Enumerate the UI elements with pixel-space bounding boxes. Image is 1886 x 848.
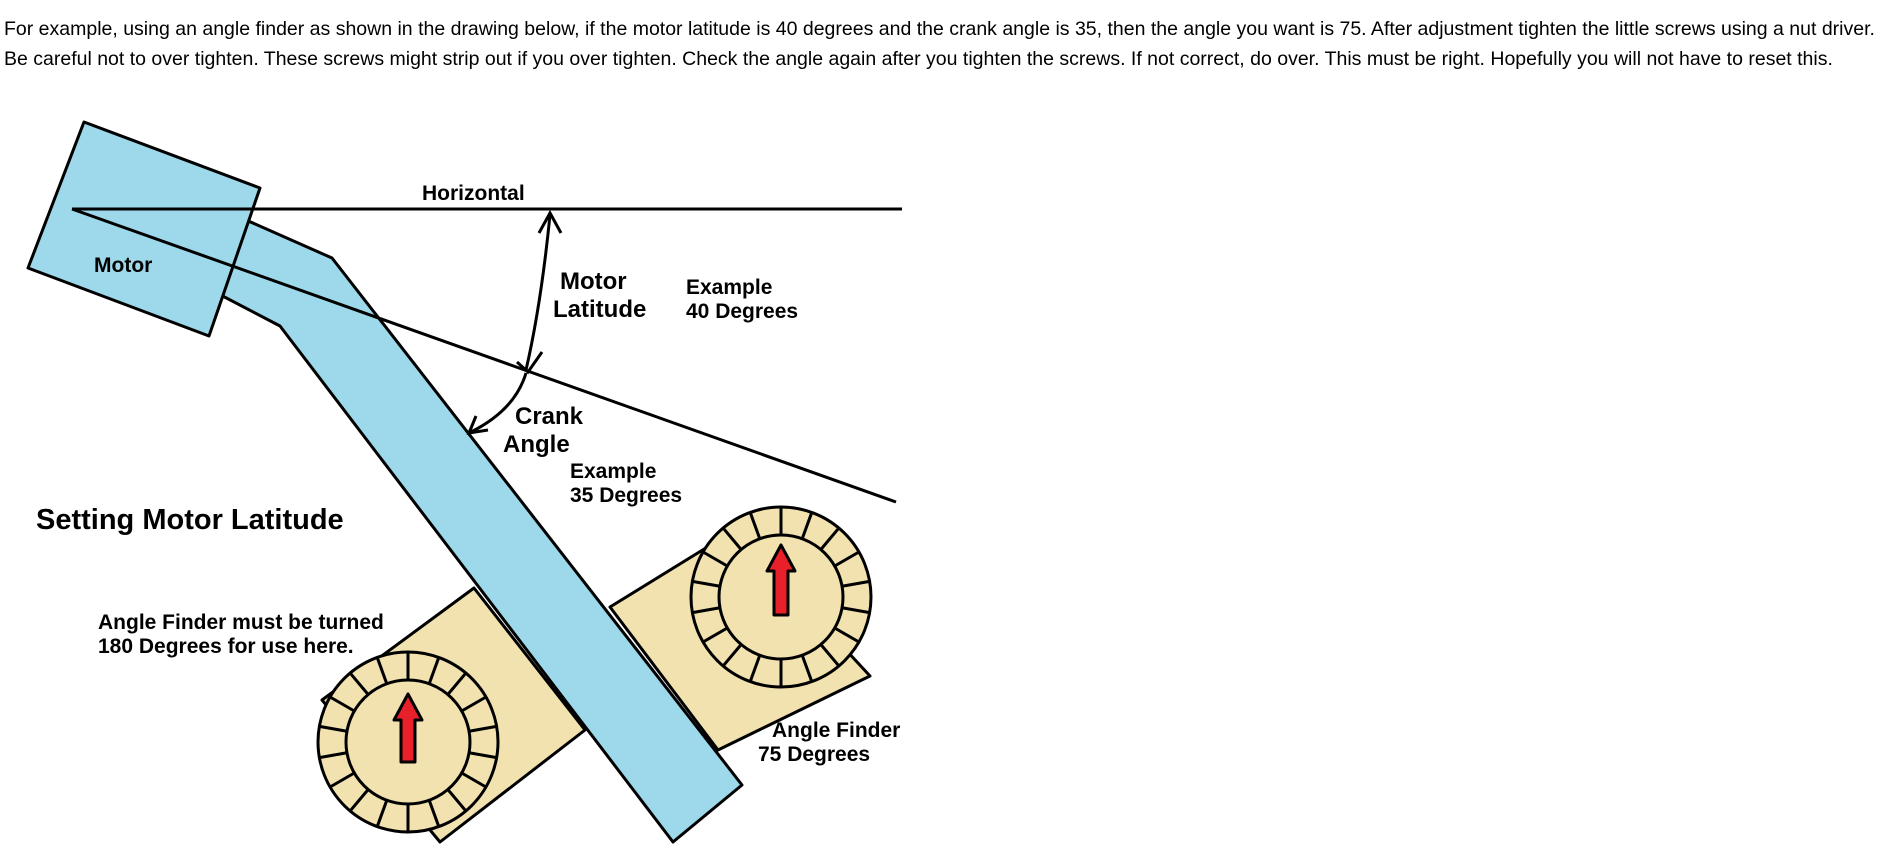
motor-label: Motor xyxy=(94,254,152,277)
angle-finder-note: Angle Finder must be turned 180 Degrees … xyxy=(98,611,390,658)
horizontal-label: Horizontal xyxy=(422,182,525,205)
angle-finder-reading: Angle Finder 75 Degrees xyxy=(758,719,906,766)
angle-finder-right-dial xyxy=(689,505,873,689)
crank-angle-label: Crank Angle xyxy=(503,403,590,458)
latitude-arrowhead-bottom xyxy=(515,351,544,375)
needle-right-icon xyxy=(765,543,797,617)
diagram-title: Setting Motor Latitude xyxy=(36,504,344,536)
crank-arrowhead xyxy=(466,415,489,435)
motor-axis-line xyxy=(71,207,897,504)
angle-finder-left-dial xyxy=(316,650,500,834)
crank-angle-arc xyxy=(470,372,528,434)
instruction-paragraph: For example, using an angle finder as sh… xyxy=(4,18,1875,70)
motor-block xyxy=(26,120,262,338)
motor-latitude-example: Example 40 Degrees xyxy=(686,276,798,323)
crank-angle-example: Example 35 Degrees xyxy=(570,460,682,507)
motor-latitude-arc xyxy=(524,214,552,371)
latitude-arrowhead-top xyxy=(537,209,563,234)
motor-latitude-label: Motor Latitude xyxy=(553,268,646,323)
needle-left-icon xyxy=(392,692,424,764)
